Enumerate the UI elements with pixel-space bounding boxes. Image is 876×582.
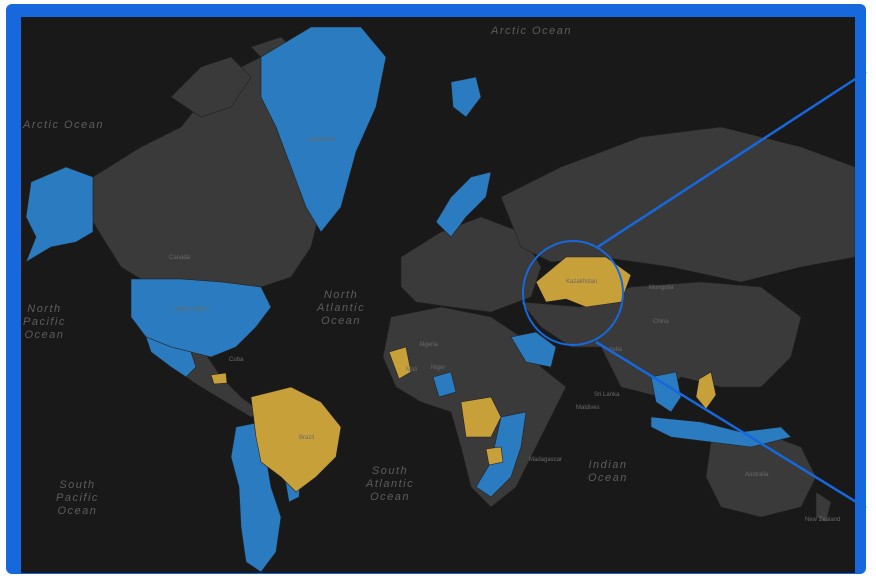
country-label-brazil: Brazil: [299, 435, 315, 441]
country-label-usa: United States: [173, 307, 210, 313]
country-label-maldives: Maldives: [576, 405, 600, 411]
nigeria-shape[interactable]: [432, 371, 457, 398]
ocean-label-north-atlantic: North Atlantic Ocean: [317, 289, 366, 327]
ocean-label-arctic-top: Arctic Ocean: [491, 25, 572, 37]
ocean-label-south-pacific: South Pacific Ocean: [56, 479, 99, 517]
alaska-shape[interactable]: [25, 166, 94, 263]
drc-shape[interactable]: [460, 396, 502, 438]
country-label-greenland: Greenland: [308, 137, 337, 143]
zimbabwe-shape[interactable]: [485, 446, 504, 466]
country-label-mongolia: Mongolia: [649, 285, 674, 291]
greenland-shape[interactable]: [260, 26, 387, 233]
ocean-label-south-atlantic: South Atlantic Ocean: [366, 465, 415, 503]
scandinavia-shape[interactable]: [435, 171, 492, 238]
mali-shape[interactable]: [388, 346, 412, 380]
brazil-shape[interactable]: [250, 386, 342, 493]
country-label-canada: Canada: [169, 255, 191, 261]
country-label-algeria: Algeria: [419, 342, 438, 348]
country-label-china: China: [653, 319, 669, 325]
ocean-label-arctic-left: Arctic Ocean: [23, 119, 104, 131]
callout-line-bottom: [595, 340, 867, 510]
country-label-new-zealand: New Zealand: [805, 517, 841, 523]
country-label-kazakhstan: Kazakhstan: [566, 279, 598, 285]
mexico-shape[interactable]: [145, 336, 197, 378]
country-label-cuba: Cuba: [229, 357, 244, 363]
svalbard-shape[interactable]: [450, 76, 482, 118]
country-label-madagascar: Madagascar: [529, 457, 563, 463]
saudi-shape[interactable]: [510, 331, 557, 368]
country-label-mali: Mali: [406, 367, 418, 373]
callout-line-top: [595, 70, 867, 250]
ocean-label-north-pacific: North Pacific Ocean: [23, 303, 66, 341]
kazakhstan-shape[interactable]: [535, 256, 632, 308]
zoom-callout-circle: [522, 240, 624, 346]
europe-shape[interactable]: [400, 216, 542, 313]
guatemala-shape[interactable]: [210, 372, 228, 385]
country-label-niger: Niger: [431, 365, 446, 371]
